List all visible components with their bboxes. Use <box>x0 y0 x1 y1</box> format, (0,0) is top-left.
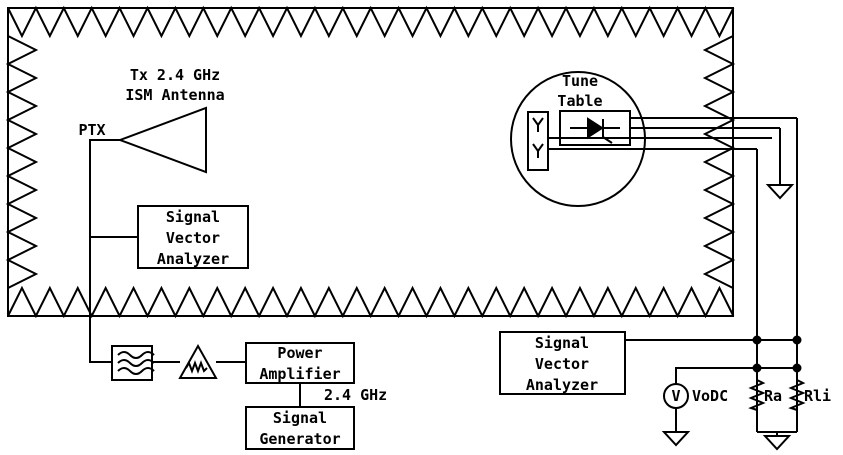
filter-icon <box>117 351 155 375</box>
resistor-ra-icon <box>748 379 766 411</box>
tx-antenna-icon <box>117 106 207 174</box>
antenna-label-line2: ISM Antenna <box>125 86 224 104</box>
junction-dot <box>752 335 762 345</box>
absorber-teeth-right <box>702 35 736 289</box>
absorber-teeth-left <box>5 35 39 289</box>
tune-table-line1: Tune <box>562 72 598 90</box>
antenna-label-line1: Tx 2.4 GHz <box>130 66 220 84</box>
voltmeter-label: VoDC <box>692 387 728 405</box>
sva-left-line3: Analyzer <box>157 250 229 268</box>
signal-generator <box>245 406 355 450</box>
power-amplifier-line1: Power <box>277 344 322 362</box>
resistor-ra-label: Ra <box>764 387 782 405</box>
resistor-rli-label: Rli <box>804 387 831 405</box>
dut-antenna-array <box>527 111 549 171</box>
signal-generator-line2: Generator <box>259 430 340 448</box>
ground-icon-upper <box>765 184 795 200</box>
ptx-label: PTX <box>78 121 105 139</box>
resistor-rli-icon <box>788 379 806 411</box>
dut-antenna-icon <box>532 117 544 158</box>
anechoic-chamber <box>7 7 734 317</box>
ptx-feed-line <box>89 139 120 363</box>
sva-right-line1: Signal <box>535 334 589 352</box>
voltmeter-lead <box>675 367 797 384</box>
signal-vector-analyzer-left <box>137 205 249 269</box>
power-amplifier-line2: Amplifier <box>259 365 340 383</box>
sva-right-line3: Analyzer <box>526 376 598 394</box>
tune-table-line2: Table <box>557 92 602 110</box>
junction-dot <box>792 335 802 345</box>
attenuator-resistor-icon <box>185 360 208 374</box>
ground-icon-voltmeter <box>661 431 691 447</box>
absorber-teeth-top <box>7 5 735 39</box>
junction-dot <box>752 363 762 373</box>
sva-right-line2: Vector <box>535 355 589 373</box>
sva-left-line1: Signal <box>166 208 220 226</box>
signal-generator-line1: Signal <box>273 409 327 427</box>
ground-icon-lower <box>762 435 792 451</box>
sva-left-line2: Vector <box>166 229 220 247</box>
frequency-label: 2.4 GHz <box>324 386 387 404</box>
junction-dot <box>792 363 802 373</box>
absorber-teeth-bottom <box>7 285 735 319</box>
voltmeter-symbol: V <box>671 387 680 405</box>
signal-vector-analyzer-right <box>499 331 626 395</box>
diode-icon <box>587 117 604 139</box>
